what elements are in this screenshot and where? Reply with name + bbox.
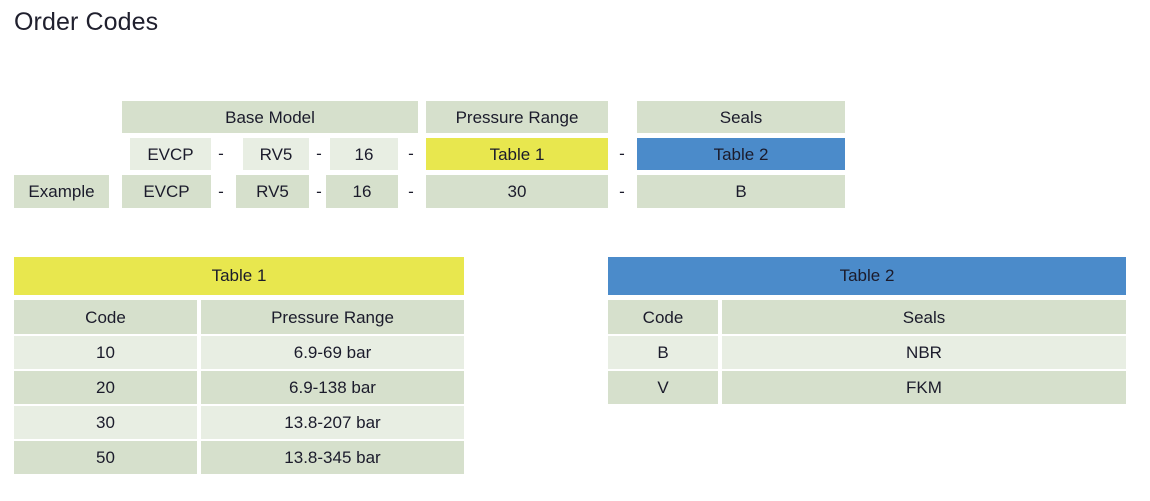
table1-column-header-code: Code	[14, 300, 197, 334]
code-segment-base-model-size: 16	[330, 138, 398, 170]
table2-row-code: B	[608, 336, 718, 369]
table1-row-code: 10	[14, 336, 197, 369]
table1-row-code: 50	[14, 441, 197, 474]
separator-dash-4: -	[619, 144, 625, 163]
code-segment-base-model-valve: RV5	[243, 138, 309, 170]
example-segment-base-model-size: 16	[326, 175, 398, 208]
table1-row-range: 13.8-207 bar	[201, 406, 464, 439]
code-segment-pressure-range-ref: Table 1	[426, 138, 608, 170]
table1-title: Table 1	[14, 257, 464, 295]
example-segment-base-model-series: EVCP	[122, 175, 211, 208]
table1-row-range: 13.8-345 bar	[201, 441, 464, 474]
table1-row-range: 6.9-138 bar	[201, 371, 464, 404]
table2-row-seal: FKM	[722, 371, 1126, 404]
group-header-base-model: Base Model	[122, 101, 418, 133]
code-segment-base-model-series: EVCP	[130, 138, 211, 170]
table2-title: Table 2	[608, 257, 1126, 295]
group-header-pressure-range: Pressure Range	[426, 101, 608, 133]
example-segment-base-model-valve: RV5	[236, 175, 309, 208]
separator-dash-1: -	[218, 144, 224, 163]
table1-row-code: 20	[14, 371, 197, 404]
example-row-label: Example	[14, 175, 109, 208]
table1-column-header-pressure-range: Pressure Range	[201, 300, 464, 334]
group-header-seals: Seals	[637, 101, 845, 133]
separator-dash-2: -	[316, 144, 322, 163]
page-title: Order Codes	[14, 8, 159, 36]
table2-row-code: V	[608, 371, 718, 404]
example-separator-dash-2: -	[316, 181, 322, 201]
code-segment-seals-ref: Table 2	[637, 138, 845, 170]
example-segment-pressure-range: 30	[426, 175, 608, 208]
separator-dash-3: -	[408, 144, 414, 163]
example-separator-dash-1: -	[218, 181, 224, 201]
table2-column-header-seals: Seals	[722, 300, 1126, 334]
table2-row-seal: NBR	[722, 336, 1126, 369]
example-segment-seals: B	[637, 175, 845, 208]
example-separator-dash-3: -	[408, 181, 414, 201]
table1-row-range: 6.9-69 bar	[201, 336, 464, 369]
table2-column-header-code: Code	[608, 300, 718, 334]
example-separator-dash-4: -	[619, 181, 625, 201]
table1-row-code: 30	[14, 406, 197, 439]
